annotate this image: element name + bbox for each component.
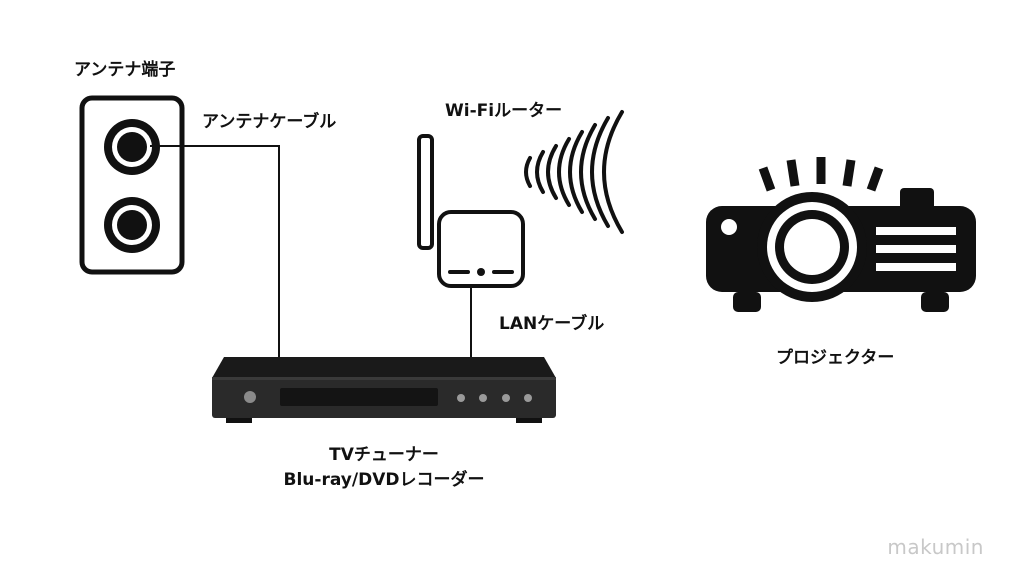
wifi-waves-icon xyxy=(524,110,624,234)
lan-cable-label: LANケーブル xyxy=(499,314,605,334)
recorder-power-button xyxy=(244,391,256,403)
antenna-cable-label: アンテナケーブル xyxy=(202,112,337,132)
wifi-router-icon xyxy=(417,134,525,288)
tuner-label-line2: Blu-ray/DVDレコーダー xyxy=(283,470,485,490)
tuner-label-line1: TVチューナー xyxy=(329,445,439,465)
recorder-device-icon xyxy=(212,357,556,423)
wifi-router-label: Wi-Fiルーター xyxy=(445,101,563,121)
projector-icon xyxy=(706,157,976,312)
recorder-display-panel xyxy=(280,388,438,406)
antenna-terminal-label: アンテナ端子 xyxy=(74,60,176,80)
watermark-text: makumin xyxy=(887,535,984,559)
projector-label: プロジェクター xyxy=(776,348,895,368)
antenna-terminal-icon xyxy=(79,95,185,275)
antenna-cable-line xyxy=(150,145,280,357)
